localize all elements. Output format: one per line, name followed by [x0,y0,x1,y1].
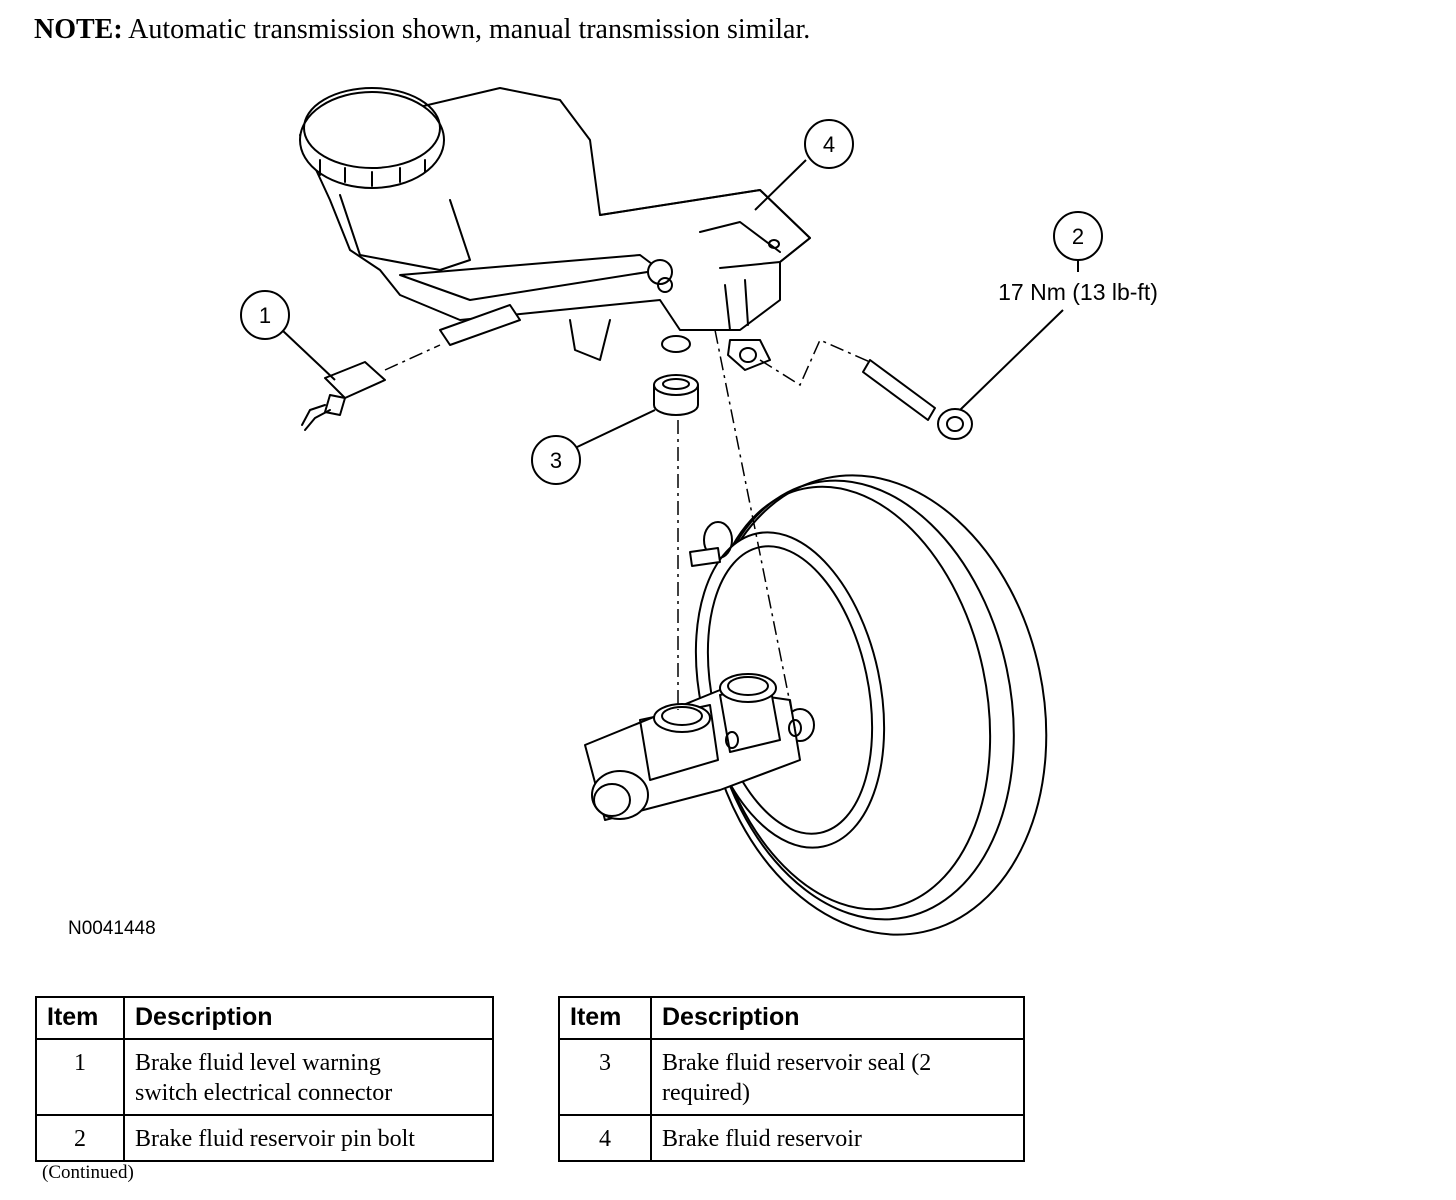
assembly-lines [384,329,871,729]
item-table-right: Item Description 3 Brake fluid reservoir… [558,996,1025,1162]
item-number: 3 [558,1038,652,1116]
warning-switch-connector [301,361,386,431]
callout-3-label: 3 [550,448,562,473]
item-number: 4 [558,1114,652,1162]
table-row: 4 Brake fluid reservoir [558,1114,1025,1162]
header-item: Item [35,996,125,1040]
brake-fluid-reservoir [299,87,811,371]
figure-id: N0041448 [68,918,156,939]
master-cylinder [584,673,802,821]
leader-lines [281,159,1079,449]
item-description: Brake fluid reservoir seal (2 required) [650,1038,1025,1116]
note-text: NOTE: Automatic transmission shown, manu… [34,14,810,46]
callout-3: 3 [531,435,581,485]
table-row: 2 Brake fluid reservoir pin bolt [35,1114,494,1162]
callout-2: 2 [1053,211,1103,261]
note-body: Automatic transmission shown, manual tra… [128,14,811,45]
table-row: 3 Brake fluid reservoir seal (2 required) [558,1038,1025,1116]
callout-4-label: 4 [823,132,835,157]
item-description: Brake fluid reservoir [650,1114,1025,1162]
description-line: required) [662,1080,750,1106]
callout-1: 1 [240,290,290,340]
description-line: switch electrical connector [135,1080,393,1106]
item-description: Brake fluid level warning switch electric… [123,1038,494,1116]
callout-2-label: 2 [1072,224,1084,249]
header-item: Item [558,996,652,1040]
continued-note: (Continued) [42,1162,134,1183]
reservoir-pin-bolt [862,359,973,440]
description-line: Brake fluid level warning [135,1050,381,1076]
torque-spec: 17 Nm (13 lb-ft) [998,279,1158,305]
callout-4: 4 [804,119,854,169]
table-row: 1 Brake fluid level warning switch electr… [35,1038,494,1116]
item-number: 2 [35,1114,125,1162]
item-table-left: Item Description 1 Brake fluid level war… [35,996,494,1162]
header-description: Description [650,996,1025,1040]
callout-1-label: 1 [259,303,271,328]
description-line: Brake fluid reservoir seal (2 [662,1050,932,1076]
reservoir-seal [653,374,699,416]
item-number: 1 [35,1038,125,1116]
note-label: NOTE: [34,14,123,45]
header-description: Description [123,996,494,1040]
item-description: Brake fluid reservoir pin bolt [123,1114,494,1162]
